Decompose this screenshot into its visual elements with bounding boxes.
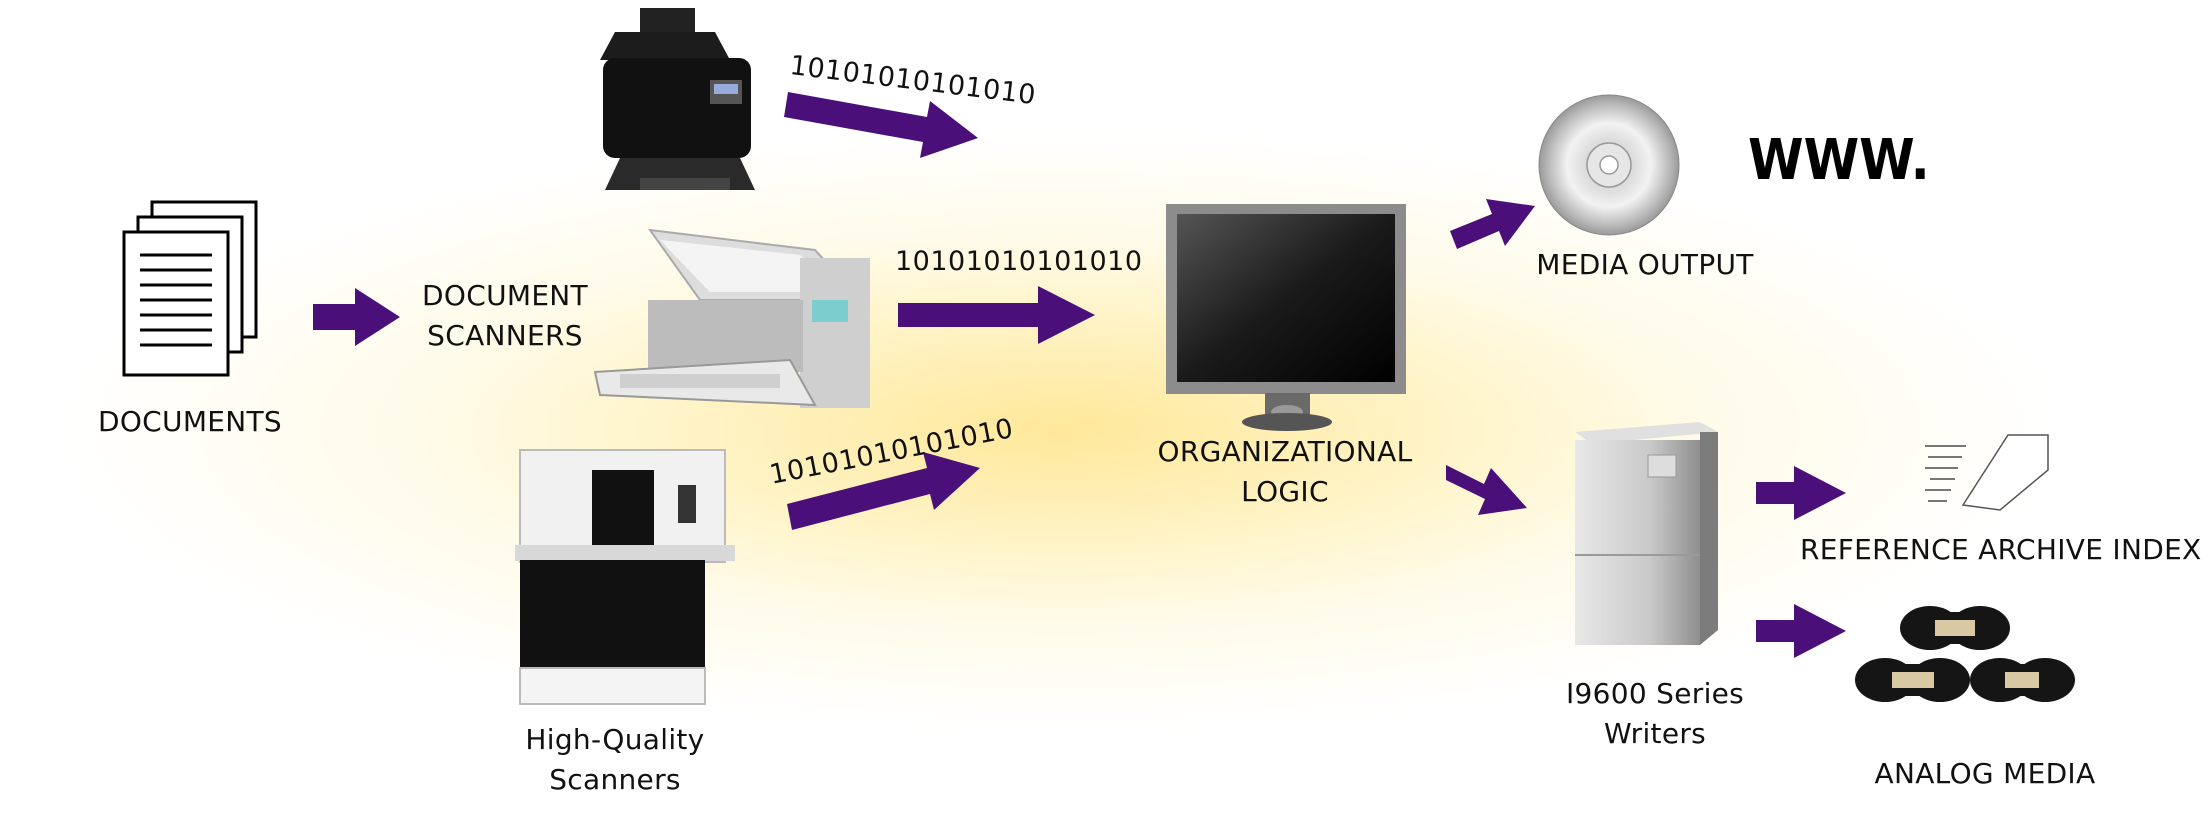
high-volume-scanner-icon — [515, 449, 735, 705]
arrow-icon — [313, 92, 1846, 658]
www-label: WWW. — [1748, 128, 1930, 193]
index-document-icon — [1925, 434, 2049, 511]
production-scanner-icon — [593, 228, 870, 408]
documents-stack-icon — [122, 200, 258, 377]
arrow-writers-to-analog — [1756, 604, 1846, 658]
arrow-documents-to-scanners — [313, 288, 400, 346]
arrow-logic-to-media — [1450, 199, 1535, 249]
documents-label: DOCUMENTS — [97, 405, 283, 438]
arrow-middle-scanner-to-logic — [898, 286, 1095, 344]
reference-archive-index-label: REFERENCE ARCHIVE INDEX — [1800, 533, 2202, 566]
arrow-writers-to-index — [1756, 466, 1846, 520]
analog-media-label: ANALOG MEDIA — [1874, 757, 2096, 790]
archive-writer-icon — [1575, 422, 1718, 645]
media-output-label: MEDIA OUTPUT — [1536, 248, 1754, 281]
monitor-icon — [1166, 204, 1406, 431]
arrow-bottom-scanner-to-logic — [787, 452, 980, 530]
writers-label: I9600 Series Writers — [1565, 677, 1745, 750]
arrow-logic-to-writers — [1446, 465, 1527, 515]
high-quality-scanners-label: High-Quality Scanners — [525, 723, 705, 796]
document-scanners-label: DOCUMENT SCANNERS — [422, 279, 588, 352]
binary-stream-middle: 10101010101010 — [895, 246, 1143, 277]
sheetfed-scanner-icon — [600, 8, 755, 190]
organizational-logic-label: ORGANIZATIONAL LOGIC — [1157, 435, 1413, 508]
microfilm-reels-icon — [1855, 606, 2075, 702]
cd-disc-icon — [1538, 94, 1680, 236]
arrow-top-scanner-to-logic — [784, 92, 978, 158]
